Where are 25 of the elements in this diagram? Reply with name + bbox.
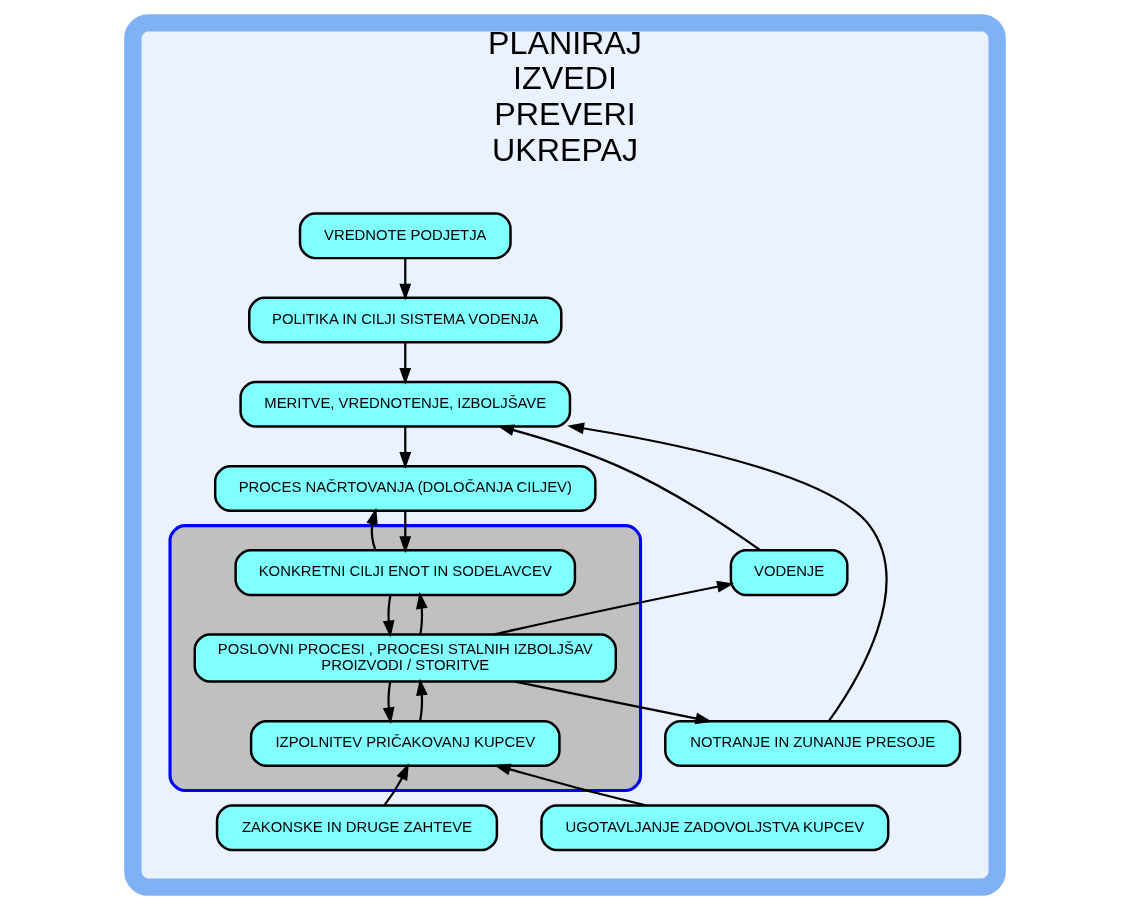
arrow: [496, 424, 761, 552]
node-box: UGOTAVLJANJE ZADOVOLJSTVA KUPCEV: [539, 804, 889, 852]
arrow: [398, 511, 411, 554]
arrow: [566, 422, 888, 722]
arrow: [398, 258, 411, 301]
node-box: MERITVE, VREDNOTENJE, IZBOLJŠAVE: [238, 380, 571, 428]
node-box: IZPOLNITEV PRIČAKOVANJ KUPCEV: [249, 720, 561, 768]
arrow: [382, 595, 394, 638]
node-box: ZAKONSKE IN DRUGE ZAHTEVE: [215, 804, 498, 852]
arrow: [398, 426, 411, 469]
arrow: [365, 507, 378, 551]
arrow: [415, 591, 428, 635]
node-box: VODENJE: [729, 549, 849, 597]
node-box: PROCES NAČRTOVANJA (DOLOČANJA CILJEV): [213, 464, 597, 512]
node-box: KONKRETNI CILJI ENOT IN SODELAVCEV: [233, 549, 576, 597]
arrow: [382, 681, 395, 725]
node-box: NOTRANJE IN ZUNANJE PRESOJE: [663, 720, 961, 768]
arrow: [514, 680, 712, 725]
arrow: [398, 342, 411, 385]
arrow: [415, 678, 428, 721]
node-box: POLITIKA IN CILJI SISTEMA VODENJA: [247, 296, 563, 344]
node-box: POSLOVNI PROCESI , PROCESI STALNIH IZBOLJŠAV PROIZVODI / STORITVE: [193, 633, 617, 683]
arrow: [493, 580, 734, 636]
node-box: VREDNOTE PODJETJA: [298, 212, 512, 260]
arrow: [383, 763, 409, 806]
